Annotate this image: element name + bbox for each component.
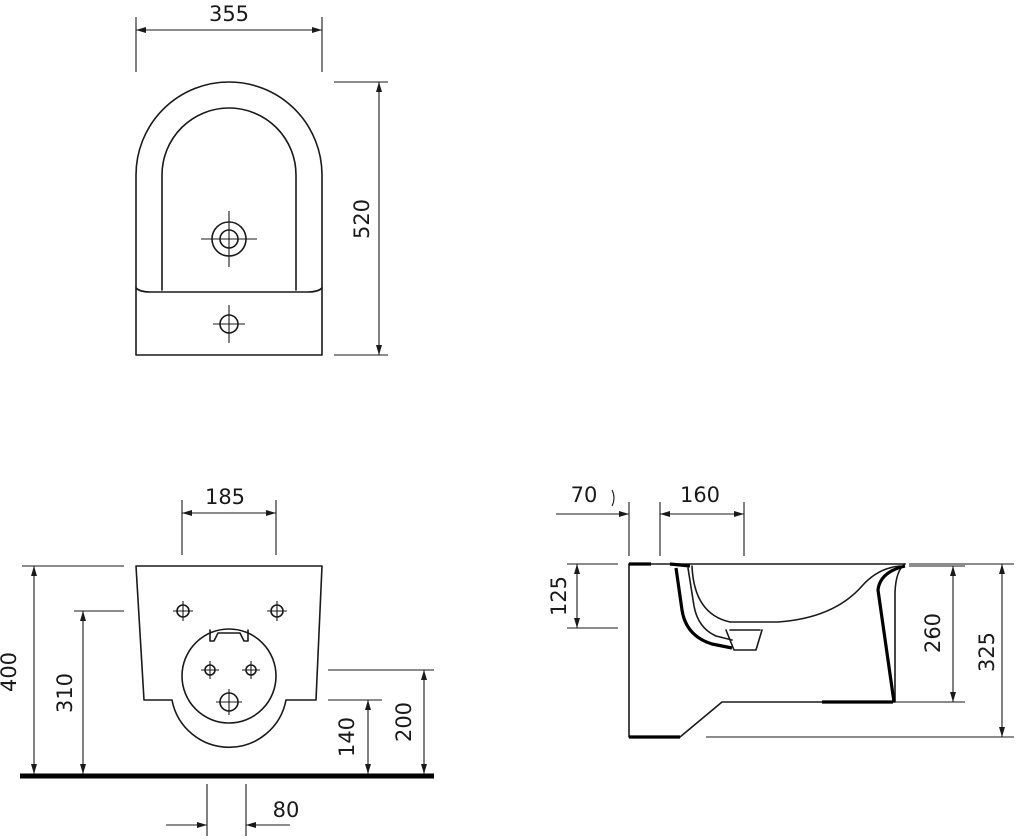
fixing-height-dimension: 310 xyxy=(53,610,124,774)
front-view-opening xyxy=(181,628,277,724)
waste-notch xyxy=(209,629,249,642)
bowl-contour xyxy=(691,565,901,623)
inlet-height-dimension: 140 xyxy=(328,699,382,774)
depth-label: 520 xyxy=(350,199,374,239)
front-view-outline xyxy=(135,565,323,749)
width-dimension: 355 xyxy=(135,2,323,72)
total-height-dimension: 400 xyxy=(0,565,124,774)
outlet-height-dimension: 200 xyxy=(328,669,434,774)
inlet-offset-label: 160 xyxy=(680,483,720,507)
wall-gap-dimension: 70 xyxy=(556,483,630,556)
side-height-dimension: 325 xyxy=(706,563,1014,738)
rim-depth-label: 125 xyxy=(547,576,571,616)
offset-dimension: 80 xyxy=(166,784,299,836)
top-view: 355 520 xyxy=(135,2,388,356)
depth-dimension: 520 xyxy=(334,81,388,356)
fixing-height-label: 310 xyxy=(53,673,77,713)
top-view-outline xyxy=(135,81,323,356)
fixing-hole-right-icon xyxy=(267,601,287,621)
rim-lip xyxy=(669,562,691,568)
front-view: 185 400 310 140 200 xyxy=(0,485,434,836)
side-height-label: 325 xyxy=(975,632,999,672)
wall-gap-label: 70 xyxy=(571,483,598,507)
side-view: 70 160 125 260 325 xyxy=(547,483,1014,739)
outlet-height-label: 200 xyxy=(392,702,416,742)
tap-hole-icon xyxy=(213,305,245,343)
inlet-offset-dimension: 160 xyxy=(659,483,745,556)
front-bowl-wall xyxy=(876,564,906,703)
top-view-rear-ledge xyxy=(135,287,323,293)
drain-icon xyxy=(201,211,257,267)
rim-depth-dimension: 125 xyxy=(547,563,618,629)
width-label: 355 xyxy=(209,2,249,26)
top-view-inner-rim xyxy=(161,107,297,291)
inlet-hole-left-icon xyxy=(201,661,219,679)
inlet-pipe-inner xyxy=(687,567,733,641)
outlet-hole-icon xyxy=(216,689,242,715)
fixing-hole-left-icon xyxy=(173,601,193,621)
side-view-outline xyxy=(628,563,906,738)
fixing-spacing-label: 185 xyxy=(205,485,245,509)
side-outlet-height-dimension: 260 xyxy=(895,565,965,703)
total-height-label: 400 xyxy=(0,652,21,692)
inlet-pipe xyxy=(674,567,733,650)
side-outlet-height-label: 260 xyxy=(921,613,945,653)
inlet-height-label: 140 xyxy=(335,717,359,757)
offset-label: 80 xyxy=(273,798,300,822)
fixing-spacing-dimension: 185 xyxy=(181,485,277,555)
drain-funnel xyxy=(725,629,763,651)
inlet-hole-right-icon xyxy=(242,661,260,679)
